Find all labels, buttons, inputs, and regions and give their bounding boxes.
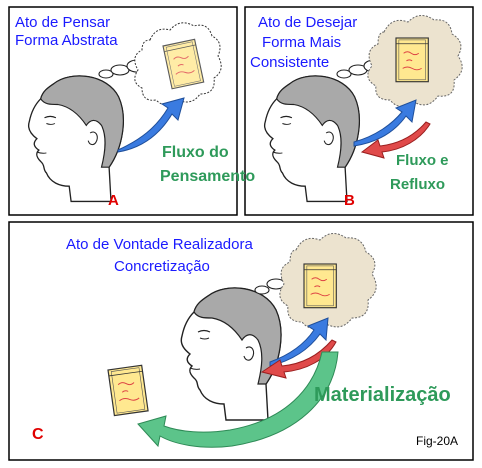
panel-b-book	[395, 37, 429, 83]
panel-a-thought-arrow	[117, 97, 185, 153]
panel-a-head	[27, 75, 124, 203]
panel-c-title-line2: Concretização	[114, 258, 210, 275]
panel-a-title-line2: Forma Abstrata	[15, 32, 118, 49]
panel-b-reflux-arrow	[360, 121, 431, 159]
panel-c-thought-arrow	[269, 317, 329, 367]
panel-b-title-line3: Consistente	[250, 54, 330, 71]
panel-a-flow-line1: Fluxo do	[162, 144, 229, 161]
panel-b-flow-line1: Fluxo e	[396, 152, 449, 169]
panel-a-frame	[8, 6, 238, 216]
panel-c-materialization-arrow	[137, 351, 339, 448]
panel-b-flow-line2: Refluxo	[390, 176, 446, 193]
panel-b-title-line2: Forma Mais	[262, 34, 342, 51]
panel-b-frame	[244, 6, 474, 216]
panel-c-cloud-book	[303, 263, 337, 309]
panel-b-letter: B	[344, 192, 355, 209]
panel-c-material-book	[107, 364, 149, 417]
panel-a-flow-line2: Pensamento	[160, 168, 256, 185]
panel-a-letter: A	[108, 192, 119, 209]
panel-c-materialization-label: Materialização	[314, 384, 451, 406]
panel-a-title-line1: Ato de Pensar	[15, 14, 111, 31]
figure-id-label: Fig-20A	[416, 434, 459, 448]
panel-c-title-line1: Ato de Vontade Realizadora	[66, 236, 253, 253]
panel-c-letter: C	[32, 426, 44, 443]
panel-c-head	[180, 287, 282, 421]
panel-c-frame	[8, 221, 474, 461]
panel-b-head	[263, 75, 360, 203]
panel-b-title-line1: Ato de Desejar	[258, 14, 358, 31]
panel-b-thought-arrow	[353, 99, 417, 147]
